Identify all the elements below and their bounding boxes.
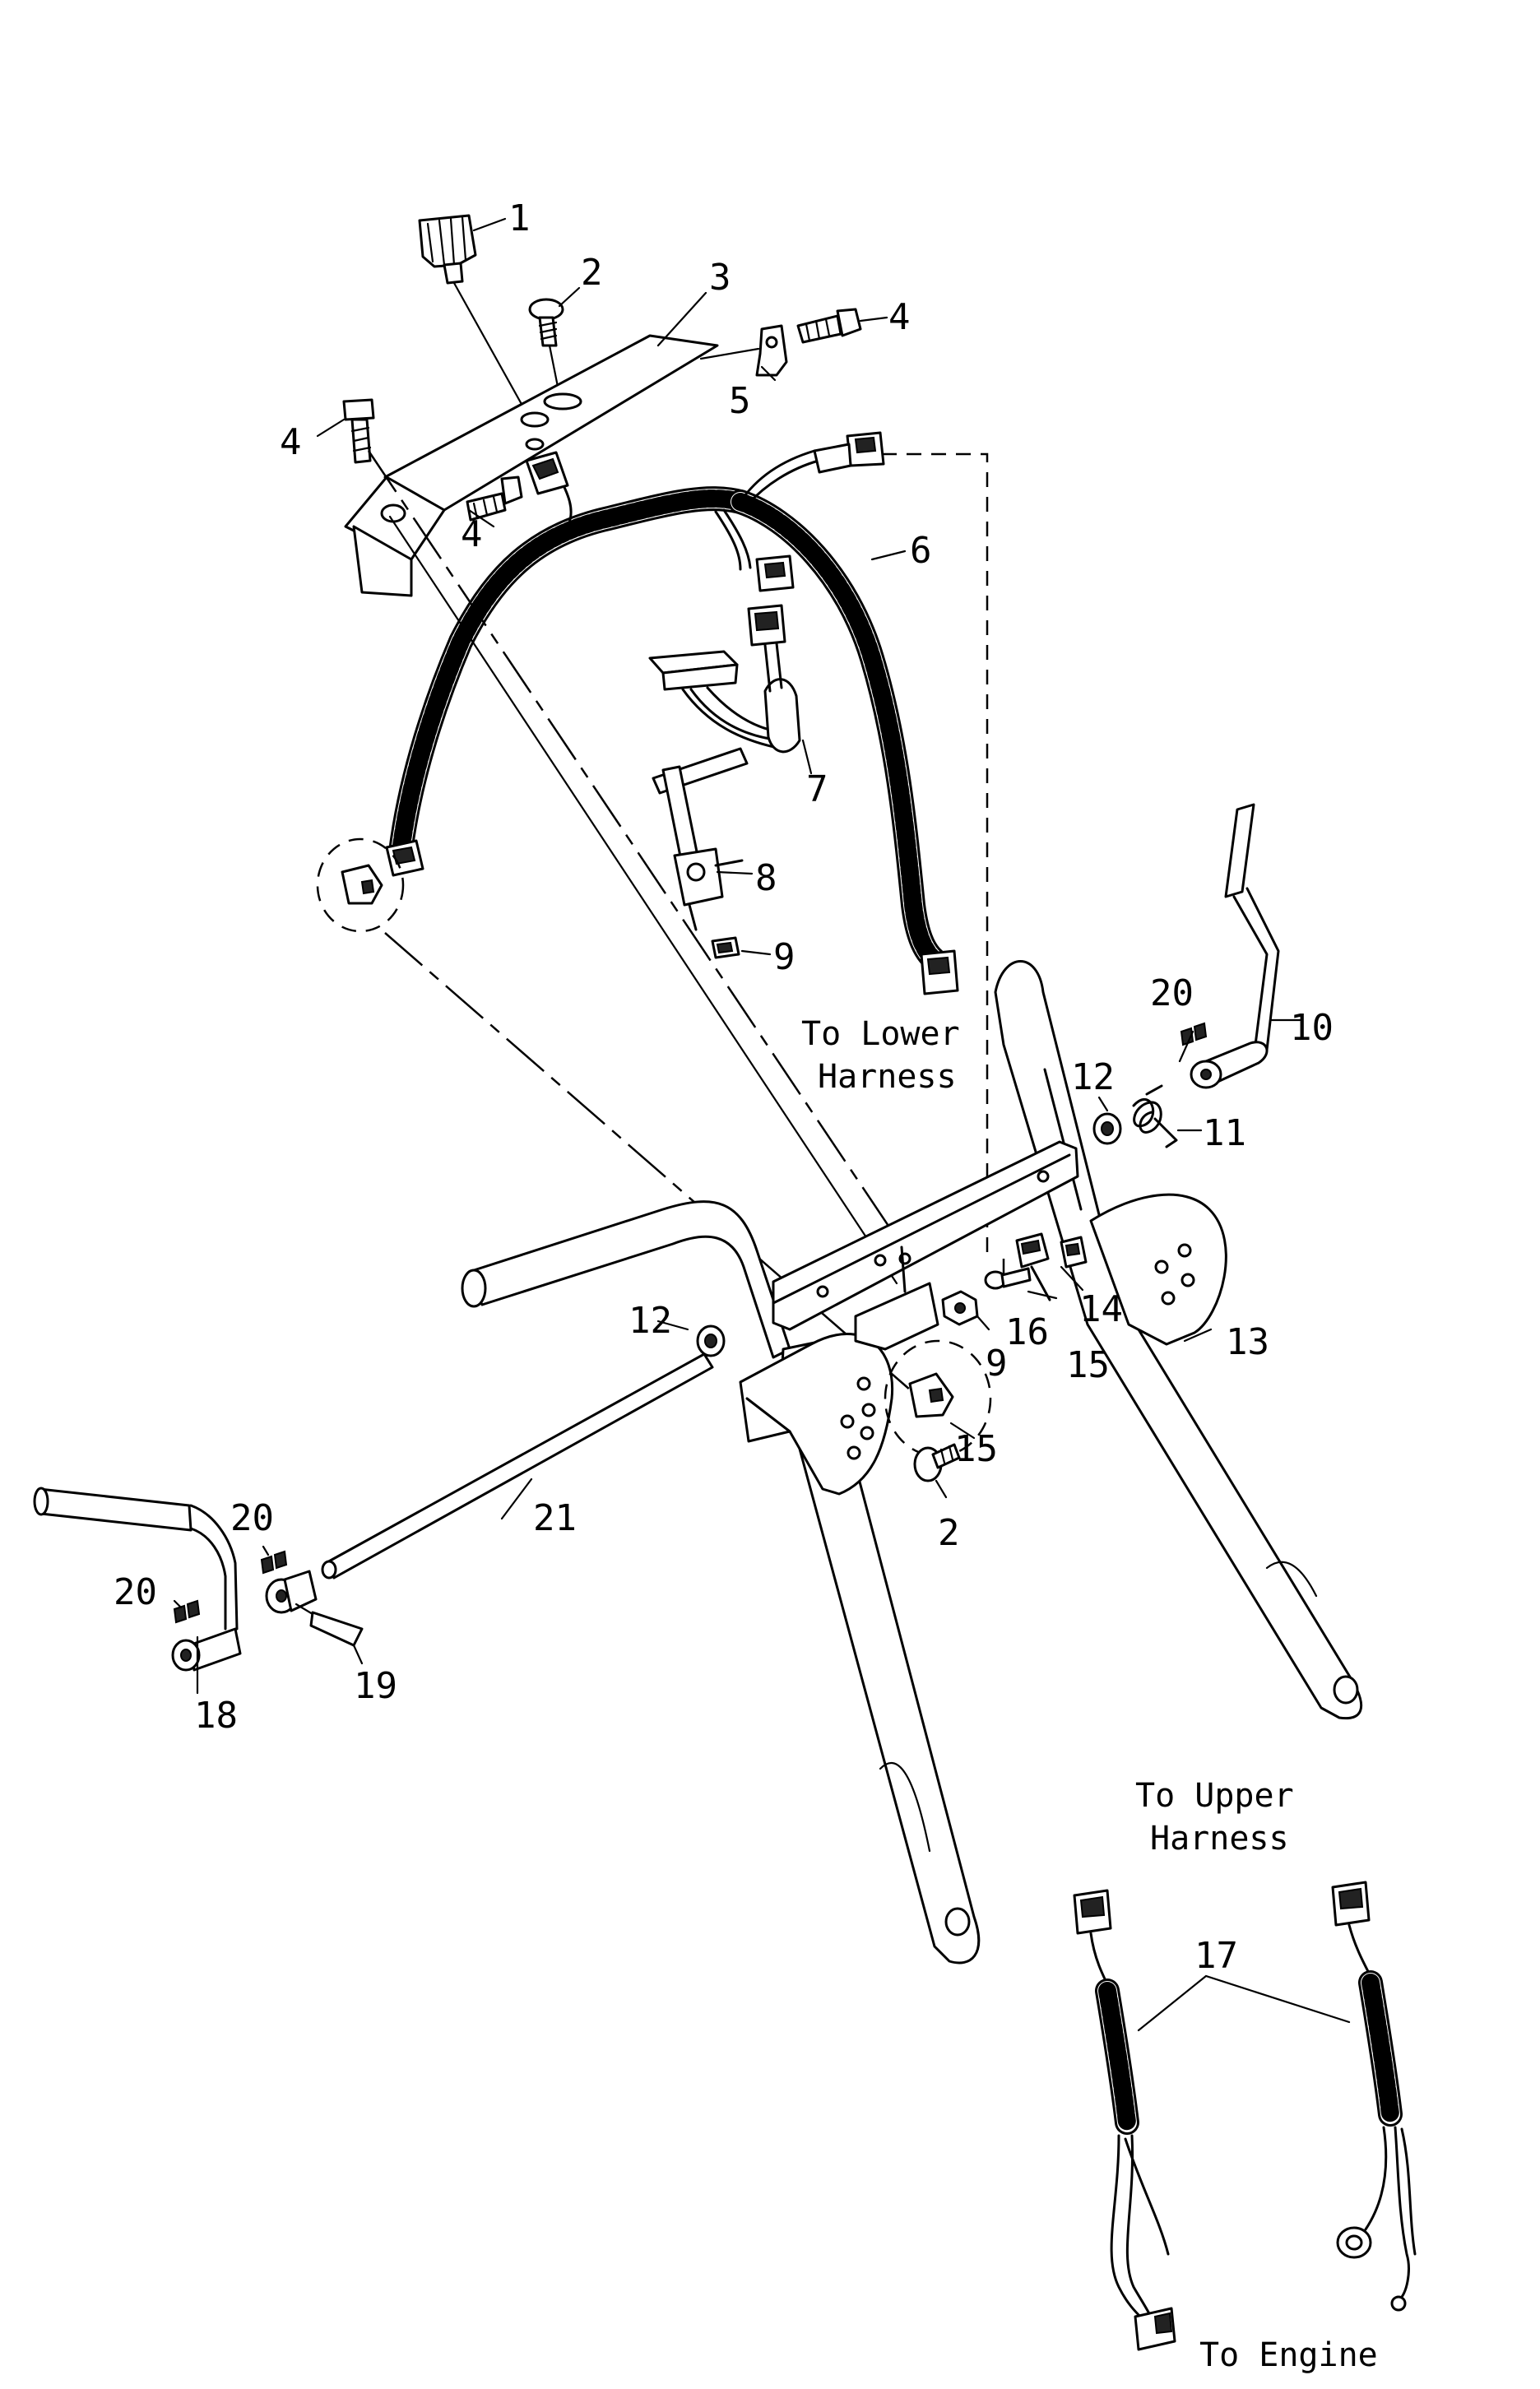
callout-4-left: 4 — [280, 421, 302, 463]
leader-lines — [367, 450, 1005, 1408]
callout-labels: 1 2 3 4 5 4 4 6 7 8 9 20 10 12 11 14 13 … — [114, 197, 1334, 1977]
part-2-screw-lower — [913, 1443, 961, 1482]
callout-20-right: 20 — [1150, 972, 1194, 1014]
part-11-spring — [1132, 1084, 1178, 1148]
callout-12-left: 12 — [629, 1300, 672, 1342]
callout-19: 19 — [354, 1665, 397, 1707]
part-4-bolt-left — [342, 398, 375, 464]
part-2-screw-top — [528, 298, 564, 388]
part-13-handle-frame — [461, 960, 1363, 1965]
callout-17: 17 — [1194, 1935, 1238, 1977]
part-1-knob — [418, 214, 536, 429]
callout-8: 8 — [755, 857, 777, 899]
part-10-lever-right — [1190, 803, 1280, 1089]
note-to-upper-harness-line1: To Upper — [1135, 1777, 1294, 1815]
part-9-nut-frame — [941, 1290, 979, 1326]
callout-2-top: 2 — [581, 252, 603, 294]
part-4-bolt-middle — [466, 475, 523, 522]
part-8-lever — [652, 747, 749, 931]
part-17-lower-harness-left — [1073, 1889, 1176, 2351]
note-to-upper-harness-line2: Harness — [1150, 1820, 1289, 1858]
part-18-lever-left — [33, 1487, 242, 1672]
callout-4-middle: 4 — [461, 513, 483, 555]
part-21-rod — [321, 1352, 714, 1580]
callout-18: 18 — [194, 1695, 238, 1737]
detail-circle-center — [884, 1339, 992, 1458]
callout-6: 6 — [910, 530, 932, 572]
part-15-clip-upper — [1015, 1232, 1051, 1301]
callout-1: 1 — [508, 197, 531, 239]
callout-11: 11 — [1203, 1112, 1246, 1154]
part-17-lower-harness-right — [1331, 1881, 1417, 2312]
callout-12-right: 12 — [1071, 1056, 1115, 1098]
note-to-lower-harness-line2: Harness — [818, 1058, 957, 1096]
part-19-coupler — [265, 1570, 364, 1647]
part-12-bushing-right — [1092, 1112, 1122, 1145]
part-3-panel-plate — [344, 334, 719, 597]
callout-4-right: 4 — [888, 296, 911, 338]
callout-15-upper: 15 — [1066, 1344, 1110, 1386]
part-5-clip — [699, 324, 788, 377]
callout-20-middle: 20 — [230, 1497, 274, 1539]
callout-20-left: 20 — [114, 1571, 157, 1613]
part-6-upper-harness — [385, 431, 959, 995]
part-4-bolt-right — [796, 308, 862, 344]
callout-9-top: 9 — [773, 936, 796, 978]
part-20-setscrew-right — [1180, 1022, 1208, 1046]
callout-15-lower: 15 — [954, 1428, 998, 1470]
callout-9-frame: 9 — [986, 1343, 1008, 1385]
callout-3: 3 — [709, 257, 731, 299]
callout-16: 16 — [1005, 1311, 1049, 1353]
part-12-bushing-left — [696, 1324, 726, 1357]
diagram-notes: To Lower Harness To Upper Harness To Eng… — [801, 1015, 1378, 2374]
callout-14: 14 — [1079, 1288, 1123, 1330]
callout-13: 13 — [1226, 1321, 1269, 1363]
part-14-switch-clip — [1060, 1236, 1088, 1269]
callout-5: 5 — [729, 380, 751, 422]
part-7-switch — [648, 604, 801, 754]
note-to-engine: To Engine — [1199, 2336, 1378, 2374]
callout-21: 21 — [533, 1497, 577, 1539]
note-to-lower-harness-line1: To Lower — [801, 1015, 960, 1053]
callout-2-lower: 2 — [938, 1512, 960, 1554]
callout-10: 10 — [1290, 1007, 1334, 1049]
callout-leaders — [173, 217, 1301, 1695]
callout-7: 7 — [806, 768, 828, 810]
part-9-nut-top — [711, 936, 740, 959]
part-16-screw — [984, 1267, 1032, 1290]
part-17-leader — [1137, 1974, 1351, 2032]
detail-circle-left — [316, 837, 405, 933]
